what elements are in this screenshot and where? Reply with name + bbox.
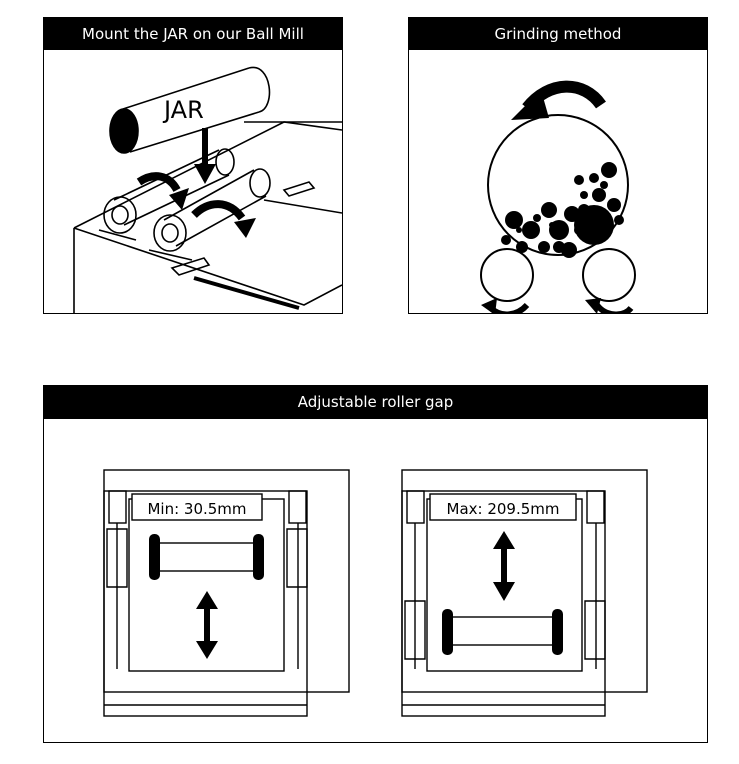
rotation-arrow-icon bbox=[481, 298, 634, 313]
mount-panel: Mount the JAR on our Ball Mill bbox=[43, 17, 343, 314]
rotation-arrow-icon bbox=[136, 172, 246, 221]
up-down-arrow-icon bbox=[196, 591, 218, 659]
grinding-panel: Grinding method bbox=[408, 17, 708, 314]
gap-panel-title: Adjustable roller gap bbox=[44, 386, 707, 419]
up-down-arrow-icon bbox=[493, 531, 515, 601]
rotation-arrow-icon bbox=[511, 80, 606, 120]
max-gap-label: Max: 209.5mm bbox=[447, 500, 560, 518]
grinding-balls bbox=[501, 162, 624, 258]
gap-illustration: Min: 30.5mm Max: 209.5mm bbox=[103, 469, 648, 717]
jar-label: JAR bbox=[162, 96, 204, 124]
min-gap-label: Min: 30.5mm bbox=[147, 500, 246, 518]
mount-panel-title: Mount the JAR on our Ball Mill bbox=[44, 18, 342, 50]
down-arrow-icon bbox=[194, 128, 216, 184]
mount-illustration: JAR bbox=[73, 66, 342, 313]
grinding-panel-title: Grinding method bbox=[409, 18, 707, 50]
grinding-illustration bbox=[480, 80, 636, 313]
gap-panel: Adjustable roller gap bbox=[43, 385, 708, 743]
